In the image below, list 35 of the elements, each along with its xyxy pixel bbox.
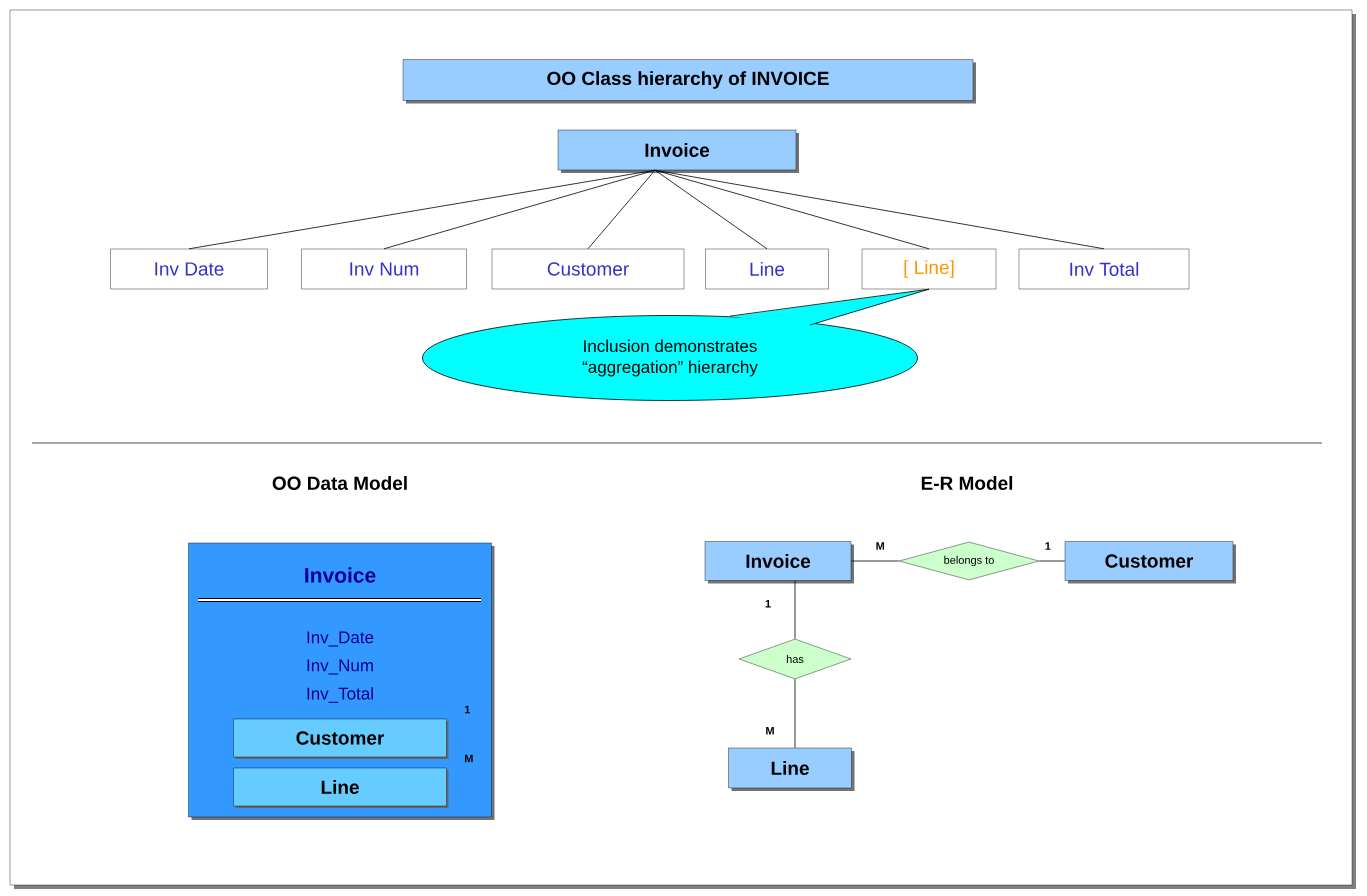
callout-pointer [729, 288, 930, 326]
section-heading: OO Data Model [272, 476, 407, 490]
entity-box: Invoice [704, 541, 854, 584]
attribute-box: Inv Date [110, 248, 268, 290]
connector-line [1038, 560, 1066, 562]
component-box: Customer [233, 718, 449, 759]
cardinality-label: M [764, 726, 776, 736]
title-box: OO Class hierarchy of INVOICE [402, 59, 976, 104]
connector-line [383, 169, 656, 250]
connector-line [654, 169, 768, 250]
section-heading: E-R Model [921, 476, 1013, 490]
cardinality-label: 1 [763, 598, 773, 609]
attribute-box: Line [705, 248, 829, 290]
attribute-box: Inv Total [1018, 248, 1190, 290]
connector-line [794, 678, 796, 749]
cardinality-label: M [874, 541, 886, 551]
cardinality-label: 1 [464, 705, 471, 714]
attribute-box: [ Line] [861, 248, 997, 290]
connector-line [850, 560, 900, 562]
connector-line [654, 169, 930, 250]
class-name: Invoice [305, 567, 376, 583]
connector-line [654, 169, 1105, 250]
attribute-text: Inv_Total [307, 687, 373, 703]
attribute-box: Inv Num [301, 248, 467, 290]
attribute-box: Customer [491, 248, 685, 290]
entity-box: Line [728, 747, 855, 791]
cardinality-label: 1 [1043, 541, 1052, 551]
connector-line [587, 169, 656, 250]
entity-box: Customer [1064, 541, 1236, 584]
attribute-text: Inv_Num [307, 659, 373, 675]
class-box: Invoice [557, 129, 799, 173]
cardinality-label: M [465, 754, 473, 763]
attribute-text: Inv_Date [307, 631, 374, 647]
component-box: Line [233, 767, 449, 808]
connector-line [794, 580, 796, 640]
